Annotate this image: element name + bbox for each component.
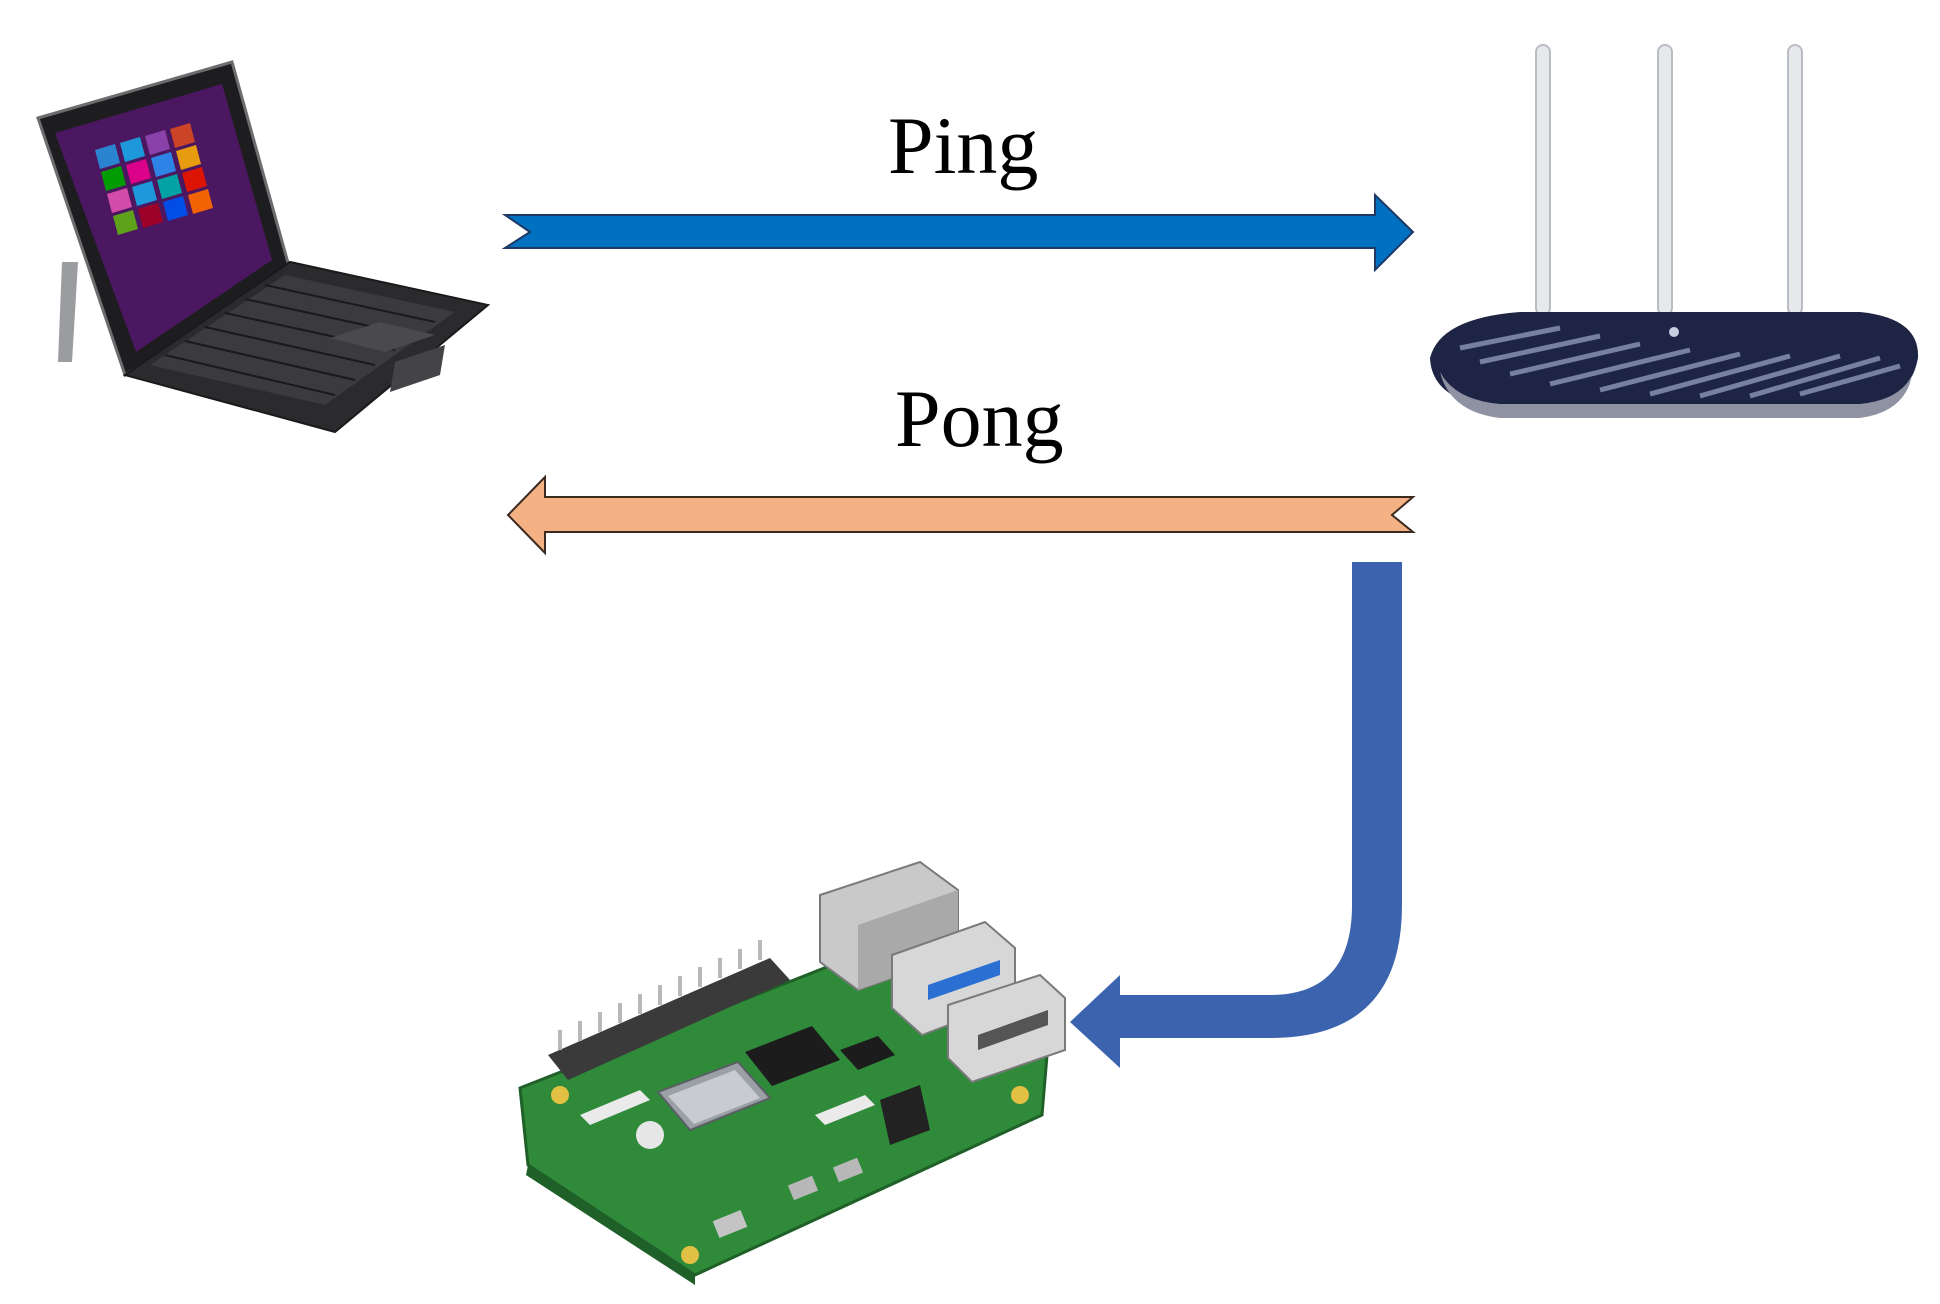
raspberry-pi-board-icon xyxy=(518,860,1066,1285)
ping-arrow xyxy=(501,192,1415,273)
ping-label: Ping xyxy=(888,100,1039,191)
tablet-laptop-icon xyxy=(36,60,491,434)
pong-label: Pong xyxy=(895,373,1064,464)
pong-arrow xyxy=(506,474,1416,556)
wifi-router-icon xyxy=(1430,44,1919,418)
router-to-pi-arrow xyxy=(1070,562,1402,1068)
